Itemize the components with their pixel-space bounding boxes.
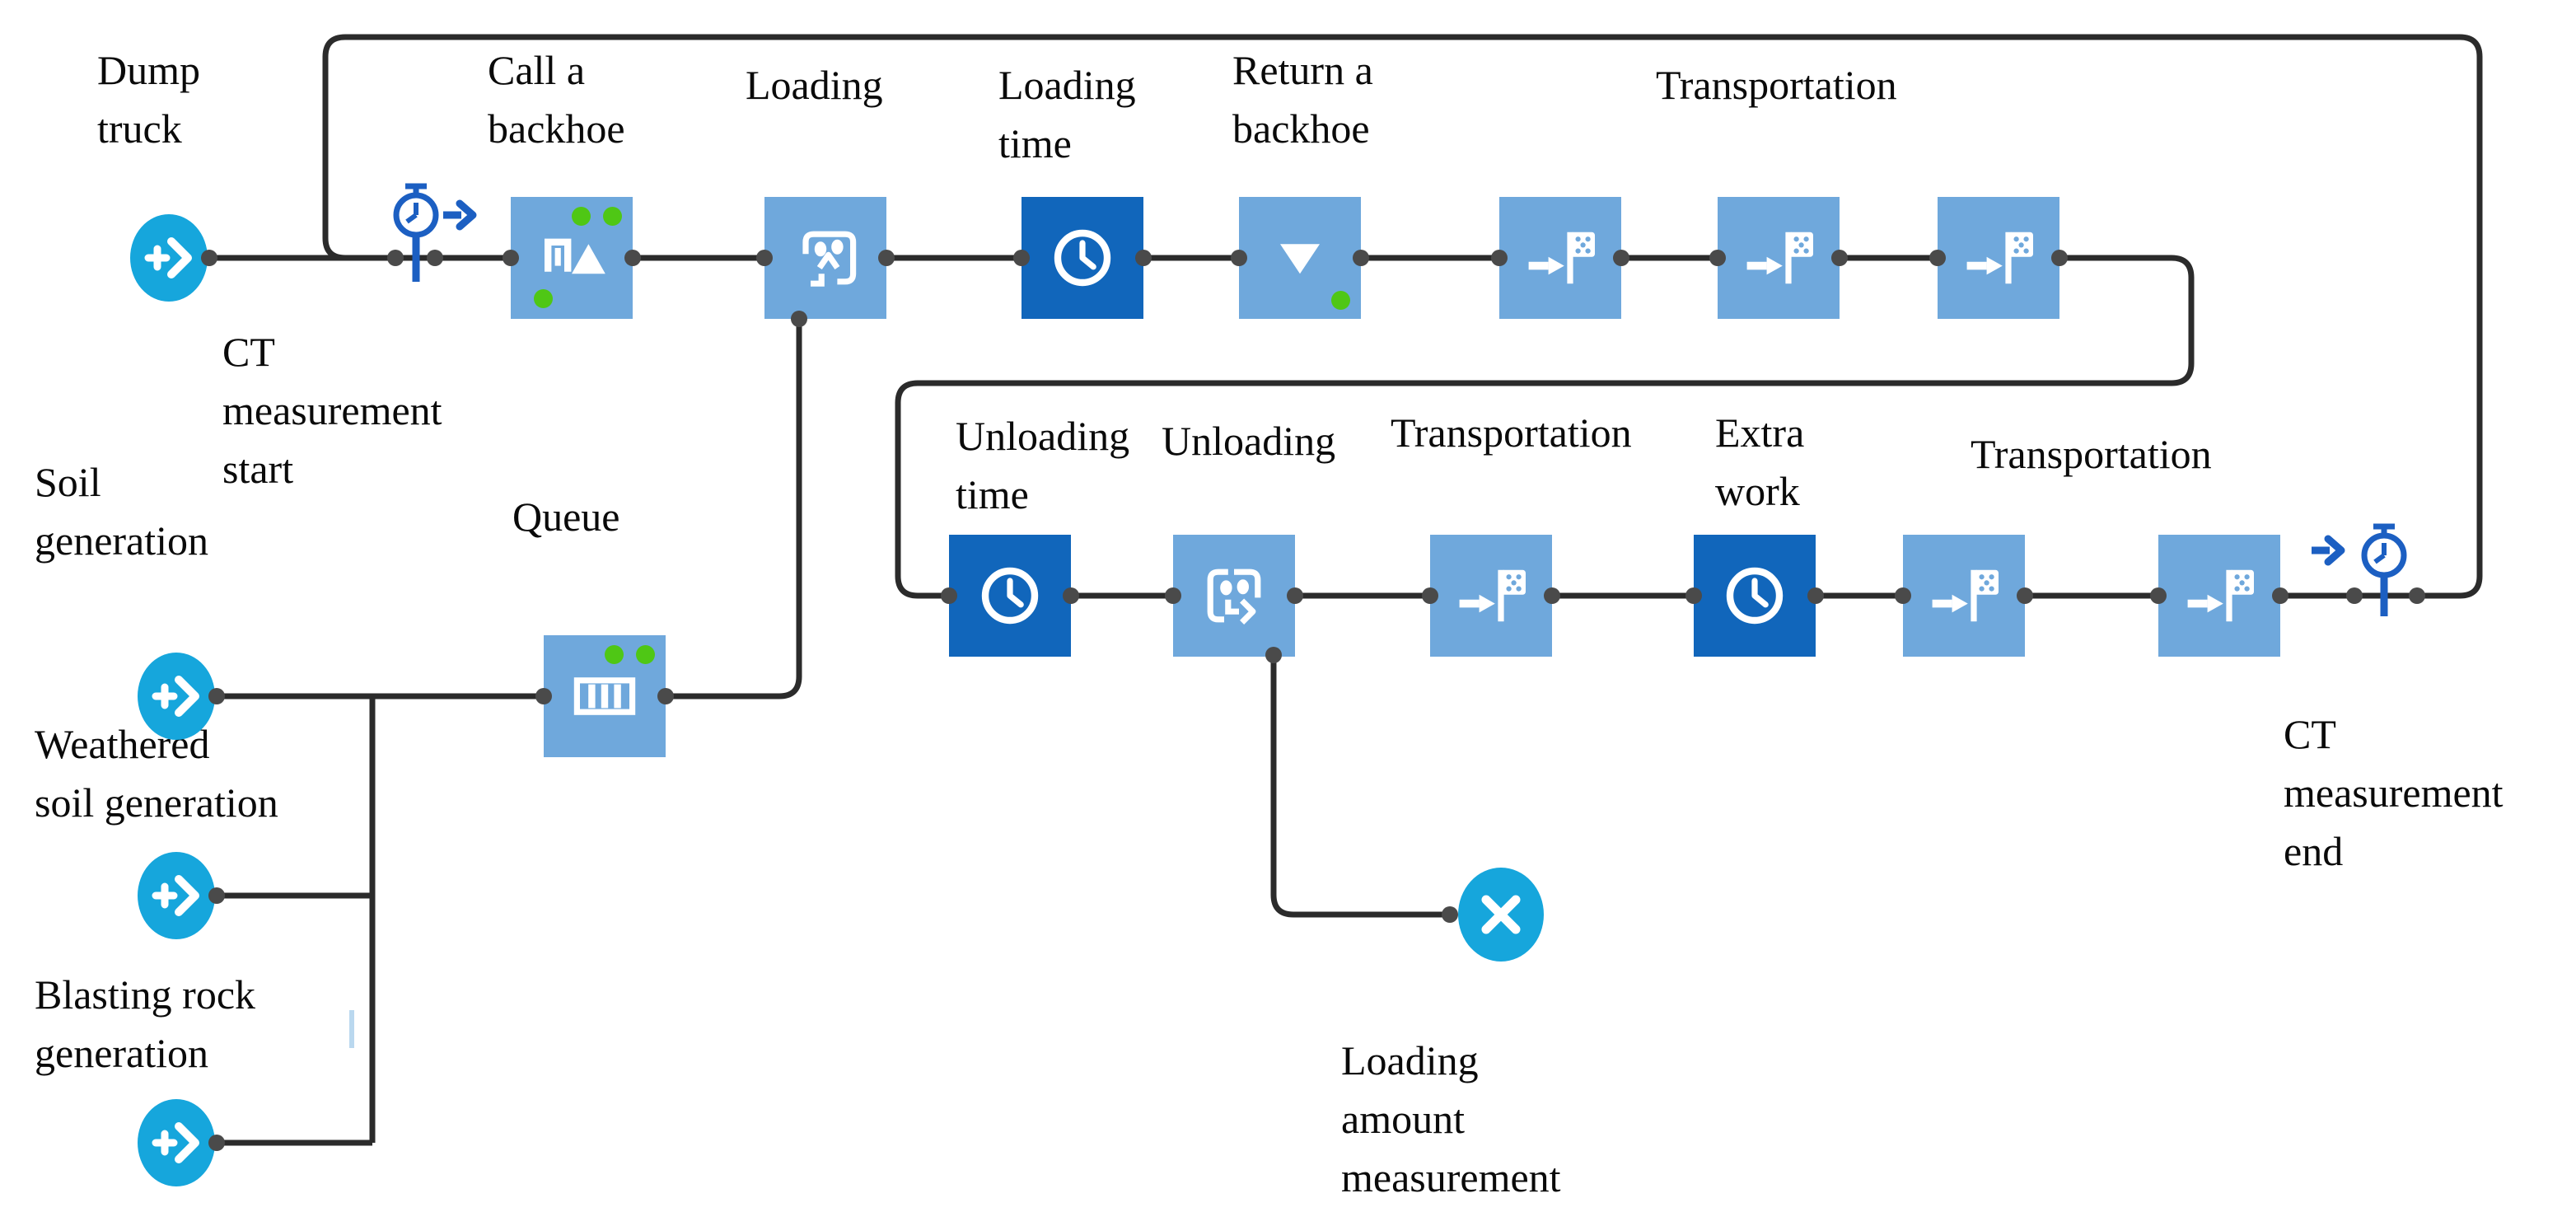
label-return-a-backhoe: Return a backhoe [1232, 47, 1373, 152]
dropoff-container-arrow-icon [1207, 569, 1261, 625]
green-status-dot [605, 645, 624, 664]
pickup-container-arrow-icon [802, 231, 857, 287]
label-ct-measurement-start: CT measurement start [222, 329, 442, 492]
queue-slots-icon [573, 677, 636, 715]
delay-clock-icon [1054, 229, 1111, 287]
dropoff-block-unloading[interactable] [1173, 535, 1295, 657]
delay-block-loading-time[interactable] [1022, 197, 1143, 319]
move-to-block-transportation-6[interactable] [2158, 535, 2280, 657]
source-plus-arrow-icon [144, 237, 192, 278]
label-soil-generation: Soil generation [35, 459, 209, 564]
label-queue: Queue [512, 494, 620, 540]
seize-block-call-a-backhoe[interactable] [511, 197, 633, 319]
label-dump-truck: Dump truck [97, 47, 200, 152]
source-plus-arrow-icon [152, 1122, 199, 1163]
connector-return-loop [322, 34, 2483, 599]
delay-block-extra-work[interactable] [1694, 535, 1816, 657]
label-extra-work: Extra work [1715, 409, 1805, 514]
source-plus-arrow-icon [152, 676, 199, 717]
label-loading: Loading [746, 62, 883, 108]
sink-loading-amount-measurement[interactable] [1458, 868, 1544, 962]
move-to-checkered-flag-icon [1459, 569, 1526, 622]
label-transportation-right: Transportation [1971, 431, 2212, 477]
label-call-a-backhoe: Call a backhoe [488, 47, 625, 152]
release-block-return-a-backhoe[interactable] [1239, 197, 1361, 319]
move-to-checkered-flag-icon [1932, 569, 1999, 622]
queue-block[interactable] [544, 635, 666, 757]
label-loading-amount-measurement: Loading amount measurement [1341, 1037, 1561, 1200]
move-to-checkered-flag-icon [2187, 569, 2254, 622]
label-weathered-soil-generation: Weathered soil generation [35, 721, 278, 826]
green-status-dot [534, 289, 553, 308]
connector-unloading-to-sink [1270, 657, 1450, 918]
label-transportation-top: Transportation [1656, 62, 1897, 108]
connector-queue-to-loading [666, 321, 802, 700]
label-unloading: Unloading [1162, 418, 1336, 464]
green-status-dot [636, 645, 655, 664]
delay-block-unloading-time[interactable] [949, 535, 1071, 657]
source-plus-arrow-icon [152, 875, 199, 916]
label-blasting-rock-generation: Blasting rock generation [35, 971, 256, 1076]
release-down-triangle-icon [1280, 244, 1320, 274]
seize-gate-triangle-icon [545, 238, 605, 274]
label-unloading-time: Unloading time [956, 413, 1130, 517]
stray-caret-mark [349, 1010, 354, 1048]
move-to-block-transportation-1[interactable] [1499, 197, 1621, 319]
port-dots [201, 250, 2425, 1151]
delay-clock-icon [981, 567, 1039, 625]
green-status-dot [603, 207, 622, 226]
label-ct-measurement-end: CT measurement end [2284, 711, 2504, 874]
pickup-block-loading[interactable] [764, 197, 886, 319]
green-status-dot [572, 207, 591, 226]
sink-x-icon [1481, 895, 1521, 934]
label-loading-time: Loading time [998, 62, 1136, 166]
move-to-block-transportation-3[interactable] [1938, 197, 2059, 319]
move-to-block-transportation-5[interactable] [1903, 535, 2025, 657]
move-to-checkered-flag-icon [1746, 232, 1813, 284]
time-measure-end-icon[interactable] [2312, 523, 2407, 616]
source-blasting-rock-generation[interactable] [138, 1099, 215, 1186]
move-to-block-transportation-2[interactable] [1718, 197, 1840, 319]
delay-clock-icon [1726, 567, 1784, 625]
move-to-checkered-flag-icon [1528, 232, 1595, 284]
move-to-block-transportation-4[interactable] [1430, 535, 1552, 657]
source-weathered-soil-generation[interactable] [138, 852, 215, 939]
source-soil-generation[interactable] [138, 653, 215, 740]
move-to-checkered-flag-icon [1966, 232, 2033, 284]
time-measure-start-icon[interactable] [393, 183, 477, 282]
green-status-dot [1331, 291, 1350, 310]
source-dump-truck[interactable] [130, 214, 208, 302]
label-transportation-middle: Transportation [1391, 409, 1632, 456]
